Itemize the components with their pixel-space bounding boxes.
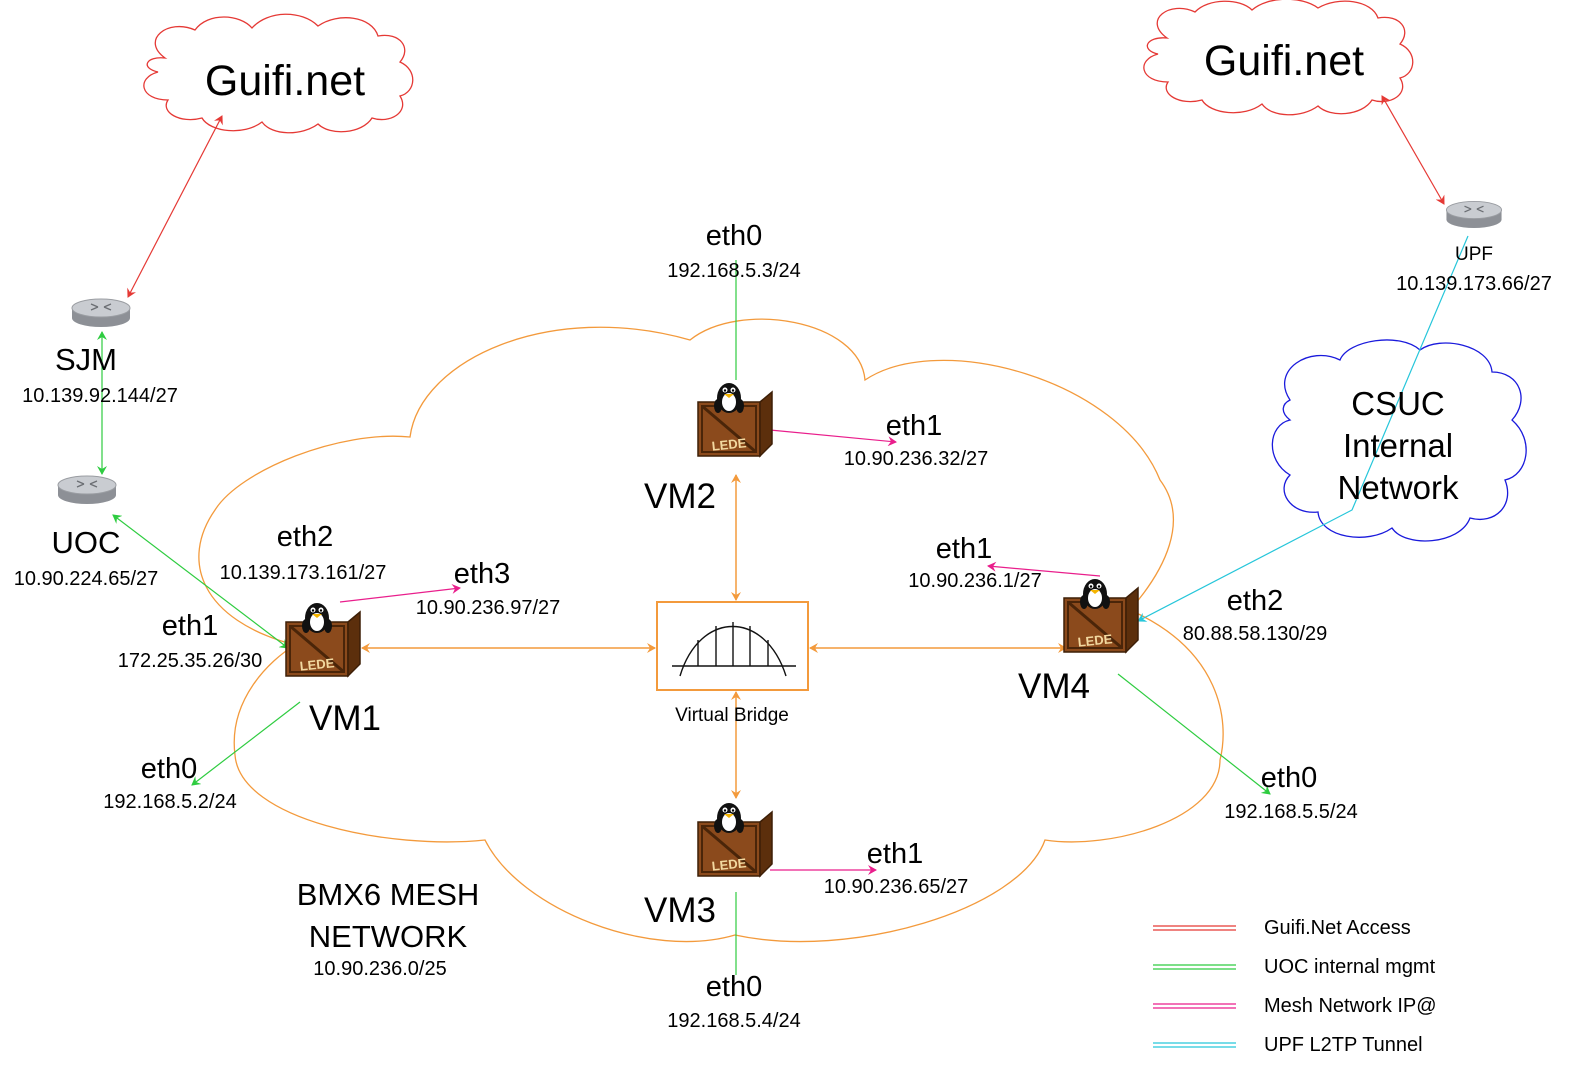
router-upf-ip: 10.139.173.66/27 (1396, 273, 1552, 295)
mesh-label-line2: NETWORK (309, 919, 468, 954)
csuc-label-line3: Network (1337, 469, 1459, 506)
guifi-cloud-left (143, 13, 414, 134)
bridge-icon (672, 622, 796, 677)
legend-label: UOC internal mgmt (1264, 956, 1436, 978)
vm1-eth3-ip: 10.90.236.97/27 (416, 597, 561, 619)
vm3-eth0-label: eth0 (706, 971, 762, 1003)
virtual-bridge (656, 601, 809, 691)
vm1-eth2-label: eth2 (277, 521, 333, 553)
legend-label: Guifi.Net Access (1264, 917, 1411, 939)
vm1-eth0-ip: 192.168.5.2/24 (103, 791, 236, 813)
vm2-eth1-label: eth1 (886, 410, 942, 442)
link-vm4-eth1 (987, 561, 1101, 577)
guifi-cloud-right-label: Guifi.net (1204, 37, 1364, 85)
lede-logo-text: LEDE (299, 655, 335, 674)
lede-logo-text: LEDE (1077, 631, 1113, 650)
vm4-eth2-label: eth2 (1227, 585, 1283, 617)
bridge-label: Virtual Bridge (675, 705, 789, 726)
link-vm2-eth1 (769, 429, 897, 447)
router-uoc-ip: 10.90.224.65/27 (14, 568, 159, 590)
link-uoc-vm1 (112, 514, 289, 649)
vm2-eth0-ip: 192.168.5.3/24 (667, 260, 800, 282)
mesh-label-ip: 10.90.236.0/25 (313, 958, 446, 980)
csuc-label-line1: CSUC (1351, 385, 1445, 422)
vm3-name: VM3 (644, 891, 716, 930)
vm4-eth2-ip: 80.88.58.130/29 (1183, 623, 1328, 645)
vm1-eth1-label: eth1 (162, 610, 218, 642)
link-vm4-eth0 (1117, 673, 1271, 795)
link-vm1-eth3 (339, 583, 461, 603)
vm3-eth1-ip: 10.90.236.65/27 (824, 876, 969, 898)
legend-item: UOC internal mgmt (1153, 956, 1436, 978)
legend-label: UPF L2TP Tunnel (1264, 1034, 1423, 1056)
vm1-lede-icon: LEDE (284, 601, 362, 678)
lede-logo-text: LEDE (711, 855, 747, 874)
vm4-eth0-label: eth0 (1261, 762, 1317, 794)
vm1-eth2-ip: 10.139.173.161/27 (220, 562, 387, 584)
link-guifi-upf (1381, 95, 1445, 205)
vm3-eth0-ip: 192.168.5.4/24 (667, 1010, 800, 1032)
vm2-eth0-label: eth0 (706, 220, 762, 252)
lede-logo-text: LEDE (711, 435, 747, 454)
vm1-name: VM1 (309, 699, 381, 738)
link-vm1-eth0 (191, 701, 301, 786)
router-sjm-icon (71, 298, 131, 328)
legend-item: UPF L2TP Tunnel (1153, 1034, 1423, 1056)
guifi-cloud-left-label: Guifi.net (205, 57, 365, 105)
router-sjm-ip: 10.139.92.144/27 (22, 385, 178, 407)
router-uoc-name: UOC (52, 525, 121, 560)
router-sjm-name: SJM (55, 342, 117, 377)
vm1-eth0-label: eth0 (141, 753, 197, 785)
router-upf-icon (1445, 200, 1503, 229)
link-upf-vm4-tunnel (1137, 235, 1469, 622)
vm4-eth1-ip: 10.90.236.1/27 (908, 570, 1041, 592)
legend-item: Guifi.Net Access (1153, 917, 1411, 939)
vm1-eth3-label: eth3 (454, 558, 510, 590)
link-guifi-sjm (127, 115, 223, 298)
vm2-eth1-ip: 10.90.236.32/27 (844, 448, 989, 470)
router-upf-name: UPF (1455, 244, 1493, 265)
vm2-name: VM2 (644, 477, 716, 516)
vm1-eth1-ip: 172.25.35.26/30 (118, 650, 263, 672)
legend-item: Mesh Network IP@ (1153, 995, 1437, 1017)
csuc-cloud (1271, 339, 1527, 542)
vm4-name: VM4 (1018, 667, 1090, 706)
vm3-eth1-label: eth1 (867, 838, 923, 870)
mesh-label-line1: BMX6 MESH (297, 877, 480, 912)
vm3-lede-icon: LEDE (696, 801, 774, 878)
vm2-lede-icon: LEDE (696, 381, 774, 458)
csuc-label-line2: Internal (1343, 427, 1453, 464)
router-uoc-icon (57, 475, 117, 505)
vm4-eth1-label: eth1 (936, 533, 992, 565)
vm4-eth0-ip: 192.168.5.5/24 (1224, 801, 1357, 823)
legend-label: Mesh Network IP@ (1264, 995, 1437, 1017)
vm4-lede-icon: LEDE (1062, 577, 1140, 654)
